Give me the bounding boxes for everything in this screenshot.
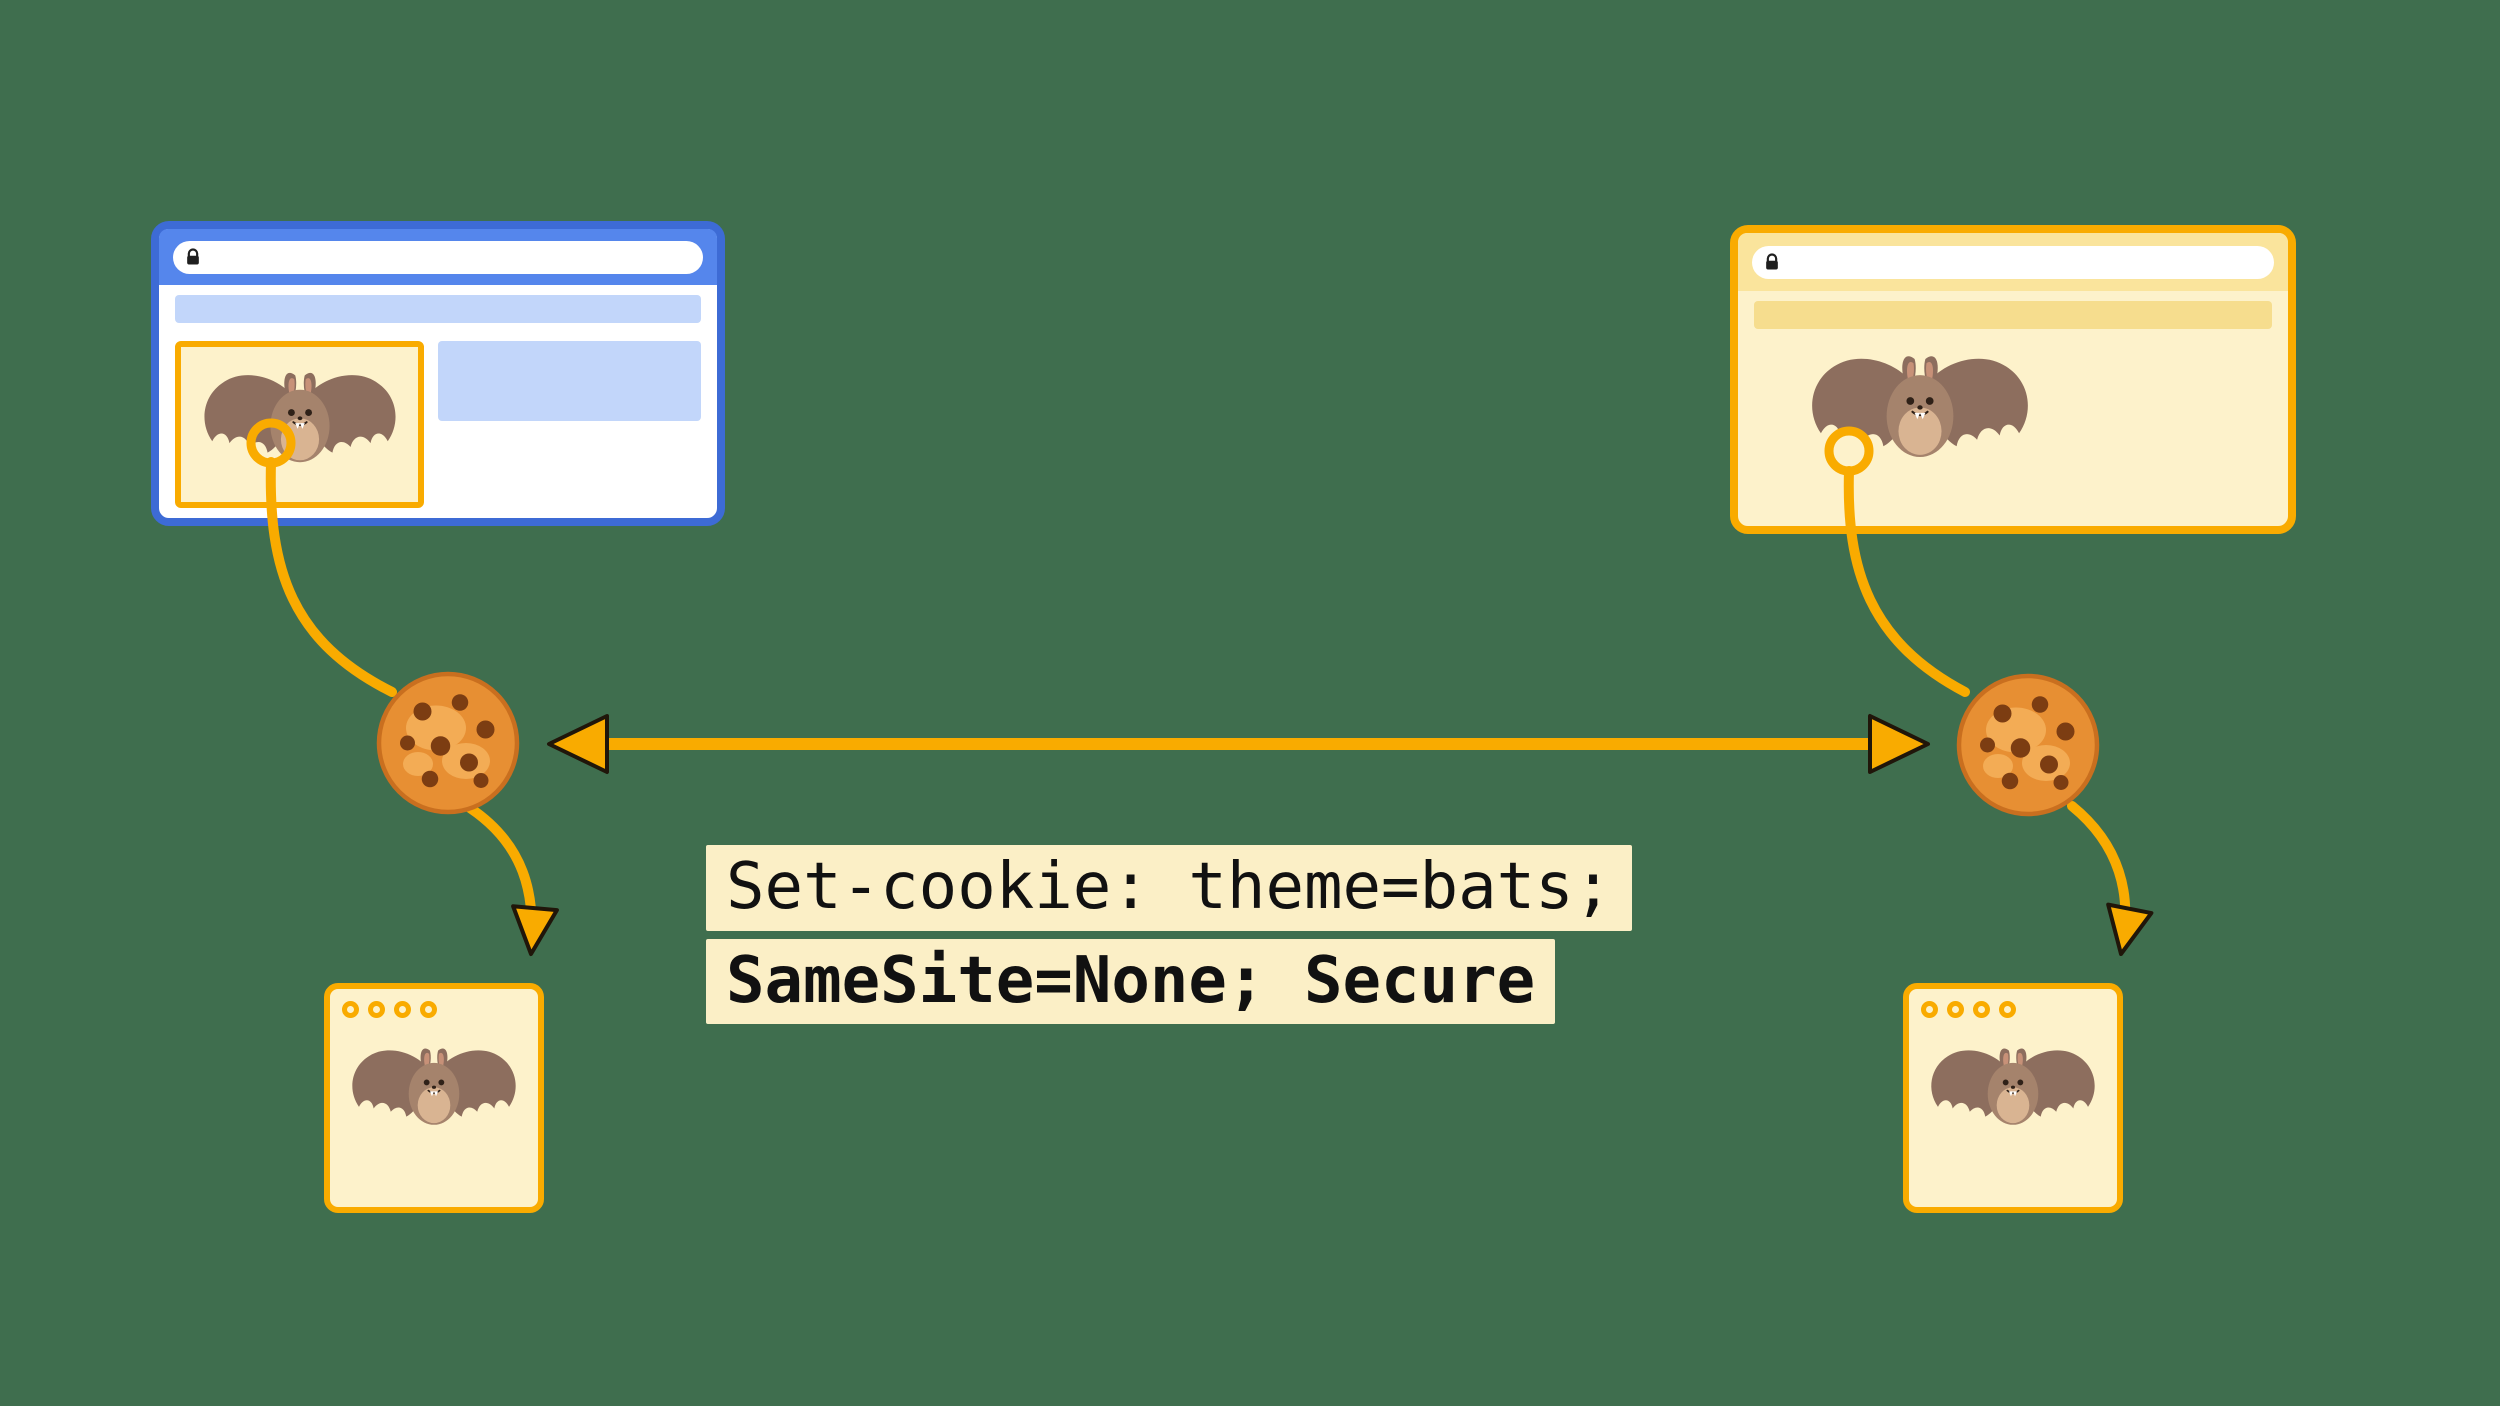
window-dot-icon — [1947, 1001, 1964, 1018]
cookie-icon — [1953, 670, 2103, 820]
code-line-1: Set-cookie: theme=bats; — [706, 845, 1633, 931]
window-dot-icon — [368, 1001, 385, 1018]
arrowhead-left-icon — [547, 714, 609, 774]
bat-image — [1800, 345, 2040, 485]
window-dots — [342, 1001, 526, 1018]
left-popup-window — [324, 983, 544, 1213]
window-dot-icon — [1999, 1001, 2016, 1018]
content-placeholder-block — [438, 341, 701, 421]
lock-icon — [183, 247, 203, 267]
window-dot-icon — [1921, 1001, 1938, 1018]
code-line-2: SameSite=None; Secure — [706, 938, 1556, 1025]
cookie-icon — [373, 668, 523, 818]
arrowhead-right-popup-icon — [2106, 902, 2154, 956]
content-placeholder-bar — [1754, 301, 2272, 329]
left-cookie-to-popup-line — [465, 803, 537, 950]
code-annotation: Set-cookie: theme=bats; SameSite=None; S… — [706, 845, 1633, 1025]
window-dot-icon — [394, 1001, 411, 1018]
browser-content — [159, 285, 717, 508]
window-dot-icon — [1973, 1001, 1990, 1018]
window-dots — [1921, 1001, 2105, 1018]
embedded-iframe — [175, 341, 424, 508]
arrowhead-right-icon — [1868, 714, 1930, 774]
lock-icon — [1762, 252, 1782, 272]
third-party-browser-window — [1730, 225, 2296, 534]
content-placeholder-bar — [175, 295, 701, 323]
address-bar — [173, 240, 703, 274]
bat-image — [1922, 1040, 2104, 1146]
right-cookie-to-popup-line — [2067, 801, 2131, 950]
bat-image — [343, 1040, 525, 1146]
right-popup-window — [1903, 983, 2123, 1213]
address-bar — [1752, 245, 2274, 279]
arrowhead-left-popup-icon — [511, 904, 559, 956]
browser-content — [1738, 291, 2288, 485]
browser-header — [159, 229, 717, 285]
first-party-browser-window — [151, 221, 725, 526]
bat-image — [194, 363, 406, 487]
window-dot-icon — [420, 1001, 437, 1018]
window-dot-icon — [342, 1001, 359, 1018]
browser-header — [1738, 233, 2288, 291]
